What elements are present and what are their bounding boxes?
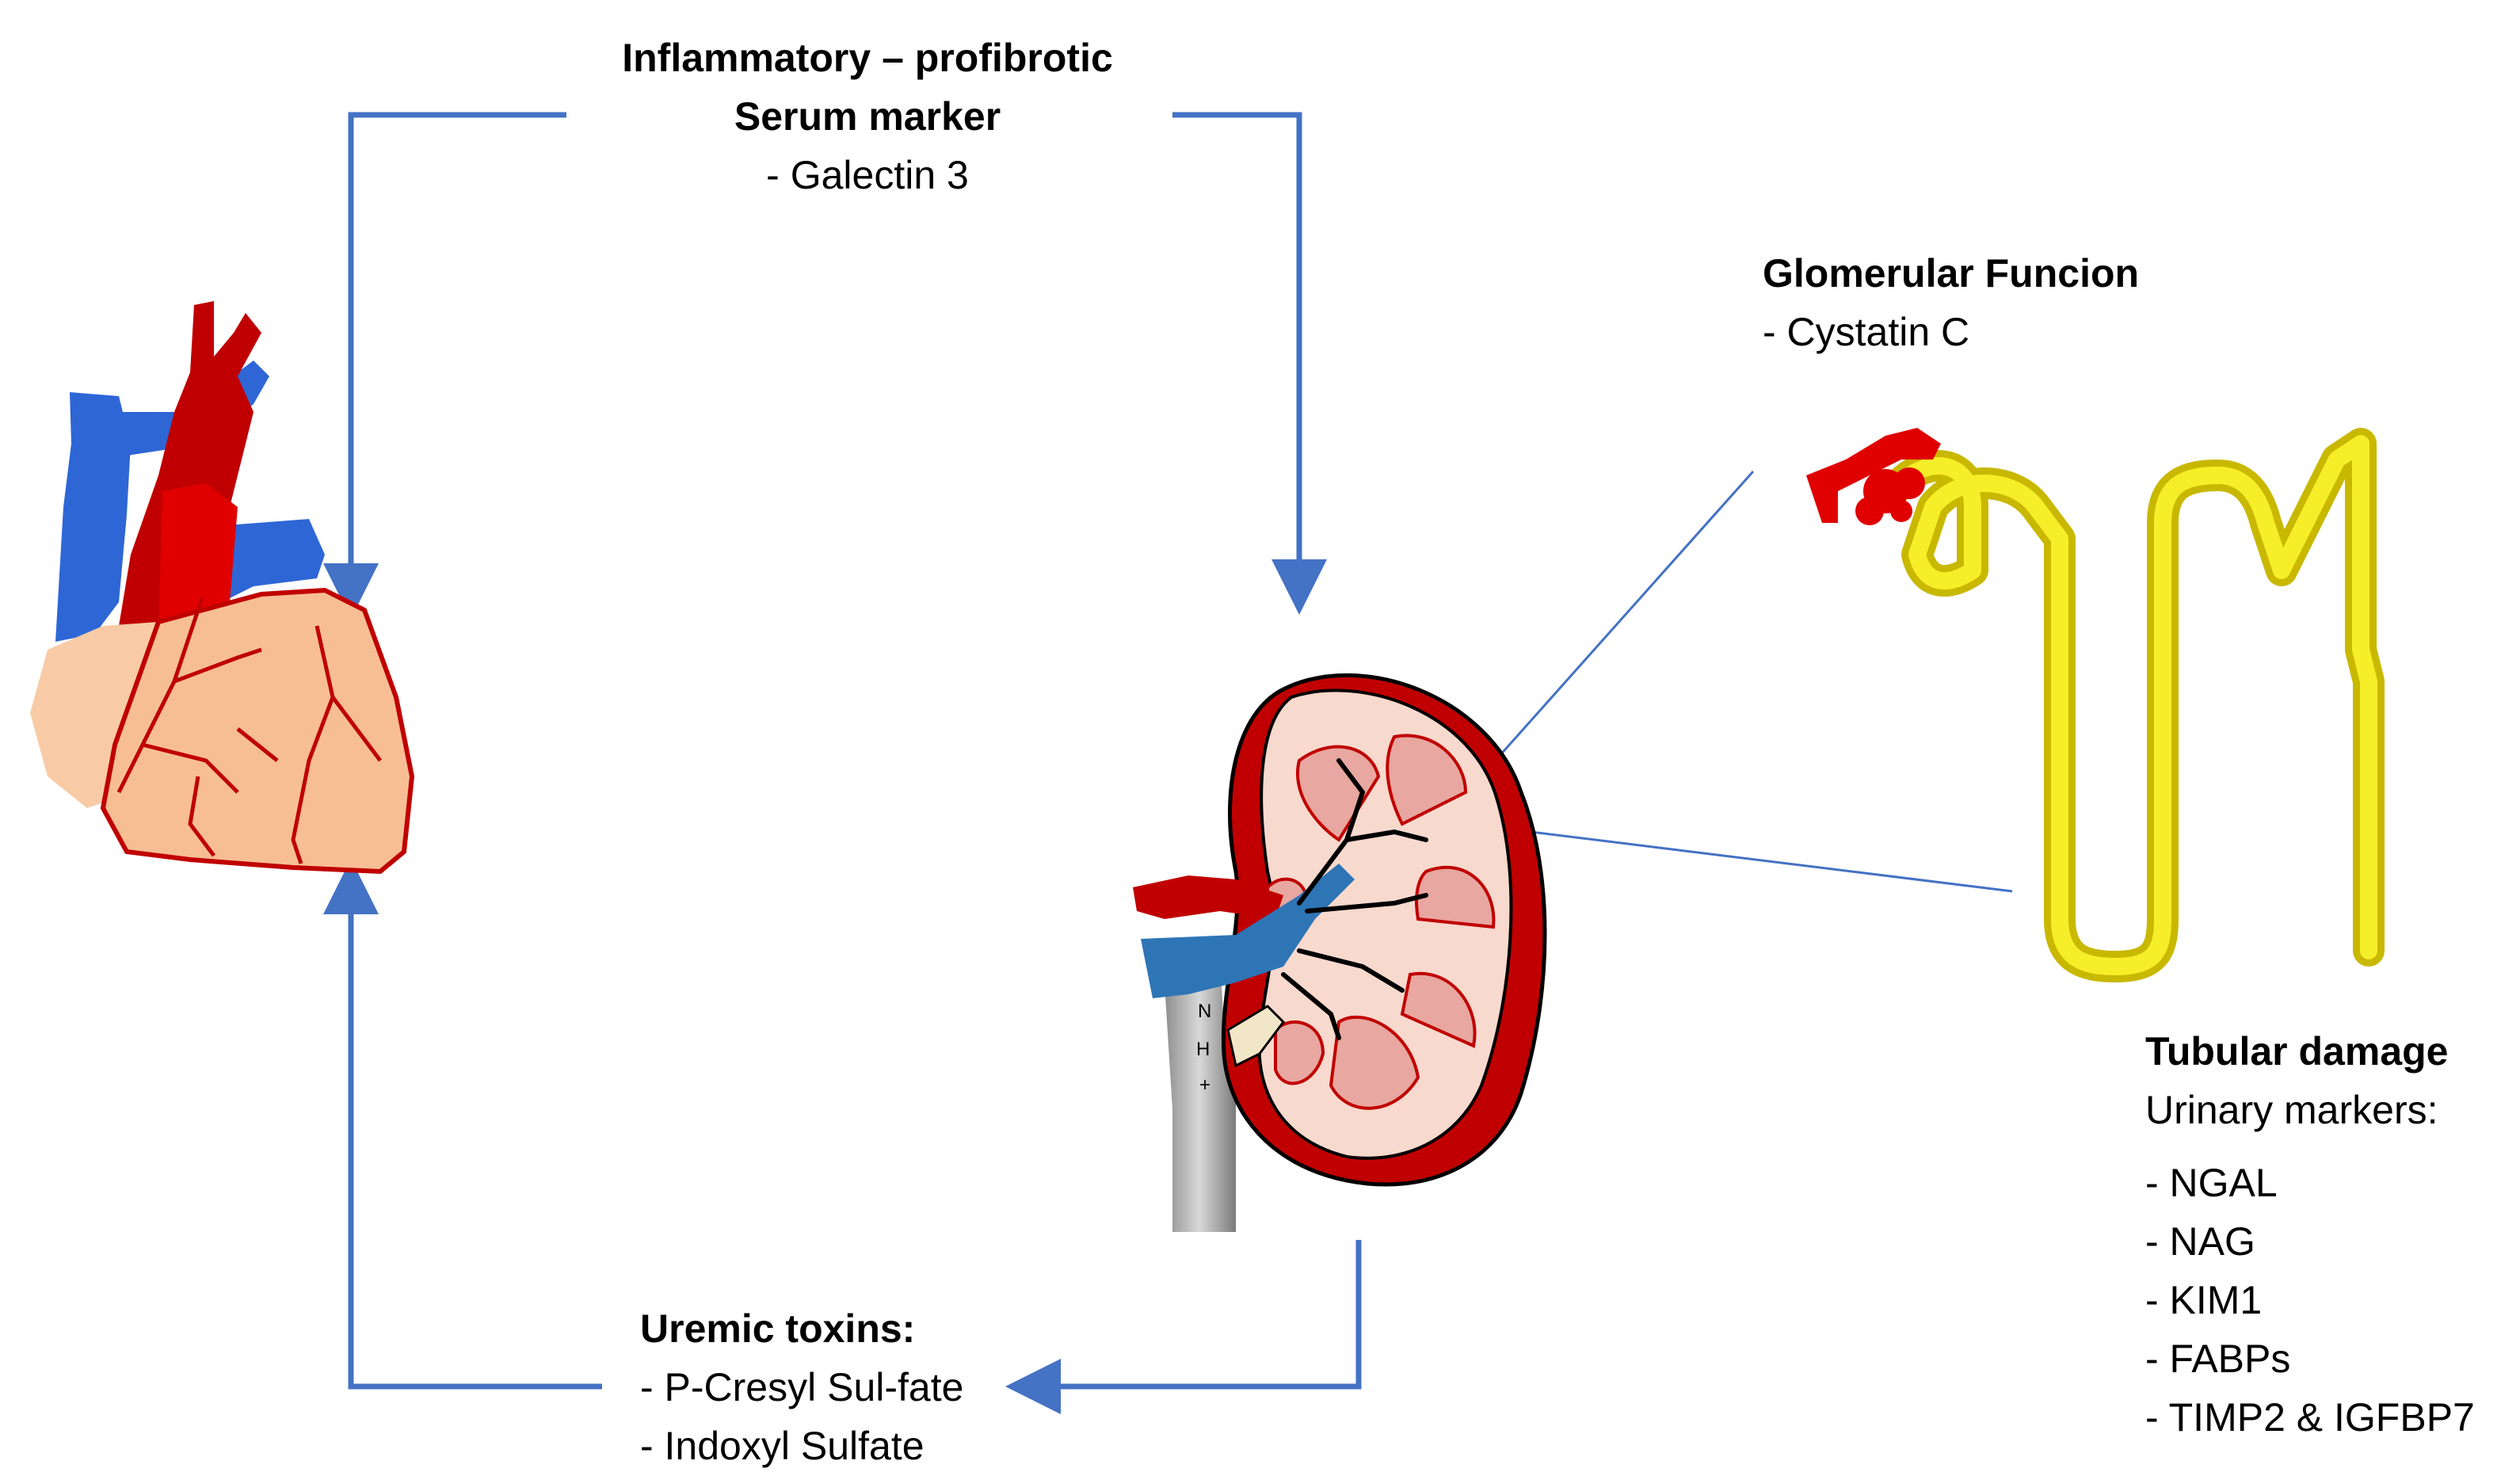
uremic-title: Uremic toxins: [640, 1306, 916, 1351]
kidney-illustration [1133, 673, 1547, 1232]
heart-coronary-vessels [116, 597, 382, 864]
zoom-line-lower [1498, 826, 2013, 893]
nephron-tubule-highlight [1885, 435, 2377, 975]
arrow-kidney-to-uremic [1005, 1240, 1362, 1414]
glomerular-item-cystatin: - Cystatin C [1763, 310, 1970, 354]
uremic-item-indoxyl: - Indoxyl Sulfate [640, 1424, 925, 1468]
heart-right-atrium [30, 622, 158, 808]
tubular-item-nag: - NAG [2145, 1219, 2255, 1264]
heart-blue-vessel-left [55, 392, 131, 642]
tubular-subtitle: Urinary markers: [2145, 1088, 2438, 1132]
nephron-glomerulus [1806, 428, 1941, 525]
tubular-item-fabps: - FABPs [2145, 1337, 2291, 1381]
tubular-item-ngal: - NGAL [2145, 1161, 2278, 1205]
heart-illustration [30, 301, 415, 875]
tubular-item-kim1: - KIM1 [2145, 1278, 2263, 1322]
tubular-item-timp2-igfbp7: - TIMP2 & IGFBP7 [2145, 1395, 2475, 1440]
ureter-label-h: H [1196, 1039, 1210, 1060]
top-box-title: Inflammatory – profibrotic [622, 36, 1113, 80]
ureter-label-plus: + [1199, 1074, 1211, 1096]
kidney-ureter [1163, 955, 1236, 1232]
kidney-vessel-branches [1281, 758, 1428, 1040]
kidney-pelvis [1226, 1005, 1285, 1068]
arrow-uremic-to-heart [323, 859, 602, 1390]
arrow-top-to-kidney [1172, 112, 1327, 615]
heart-pulmonary-artery [158, 483, 238, 642]
kidney-renal-artery [1133, 875, 1283, 919]
kidney-pyramids [1266, 734, 1496, 1110]
tubular-title: Tubular damage [2145, 1029, 2449, 1074]
arrow-top-to-heart [323, 112, 566, 619]
heart-aorta [119, 301, 261, 650]
zoom-line-upper [1497, 471, 1755, 757]
ureter-label-n: N [1198, 1001, 1212, 1022]
nephron-illustration [1806, 428, 2385, 982]
top-box-subtitle: Serum marker [734, 94, 1001, 139]
top-box-item-galectin: - Galectin 3 [766, 153, 969, 197]
flow-arrows [323, 112, 1362, 1414]
glomerular-title: Glomerular Funcion [1763, 251, 2140, 296]
uremic-item-pcresyl: - P-Cresyl Sul-fate [640, 1365, 964, 1409]
